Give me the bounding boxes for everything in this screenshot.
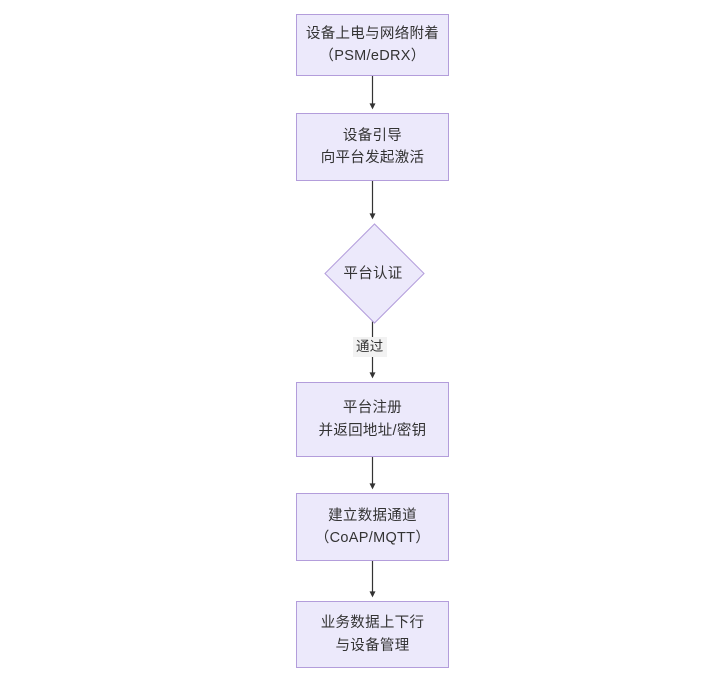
edge-label-pass: 通过: [353, 337, 387, 357]
node-platform-register[interactable]: 平台注册 并返回地址/密钥: [296, 382, 449, 457]
node-business-data-line1: 业务数据上下行: [320, 615, 425, 632]
node-bootstrap[interactable]: 设备引导 向平台发起激活: [296, 113, 449, 181]
node-data-channel-line1: 建立数据通道: [328, 507, 417, 524]
node-power-on-line2: （PSM/eDRX）: [319, 48, 426, 64]
node-platform-auth-label: 平台认证: [343, 265, 403, 282]
node-power-on[interactable]: 设备上电与网络附着 （PSM/eDRX）: [296, 14, 449, 76]
node-platform-register-line1: 平台注册: [342, 400, 403, 417]
node-bootstrap-line1: 设备引导: [342, 127, 403, 144]
node-business-data-line2: 与设备管理: [335, 637, 410, 654]
node-power-on-line1: 设备上电与网络附着: [305, 25, 440, 42]
node-data-channel-line2: （CoAP/MQTT）: [314, 530, 431, 546]
node-business-data[interactable]: 业务数据上下行 与设备管理: [296, 601, 449, 668]
node-platform-register-line2: 并返回地址/密钥: [318, 422, 427, 439]
node-data-channel[interactable]: 建立数据通道 （CoAP/MQTT）: [296, 493, 449, 561]
node-bootstrap-line2: 向平台发起激活: [320, 150, 425, 166]
node-platform-auth[interactable]: 平台认证: [323, 222, 425, 324]
